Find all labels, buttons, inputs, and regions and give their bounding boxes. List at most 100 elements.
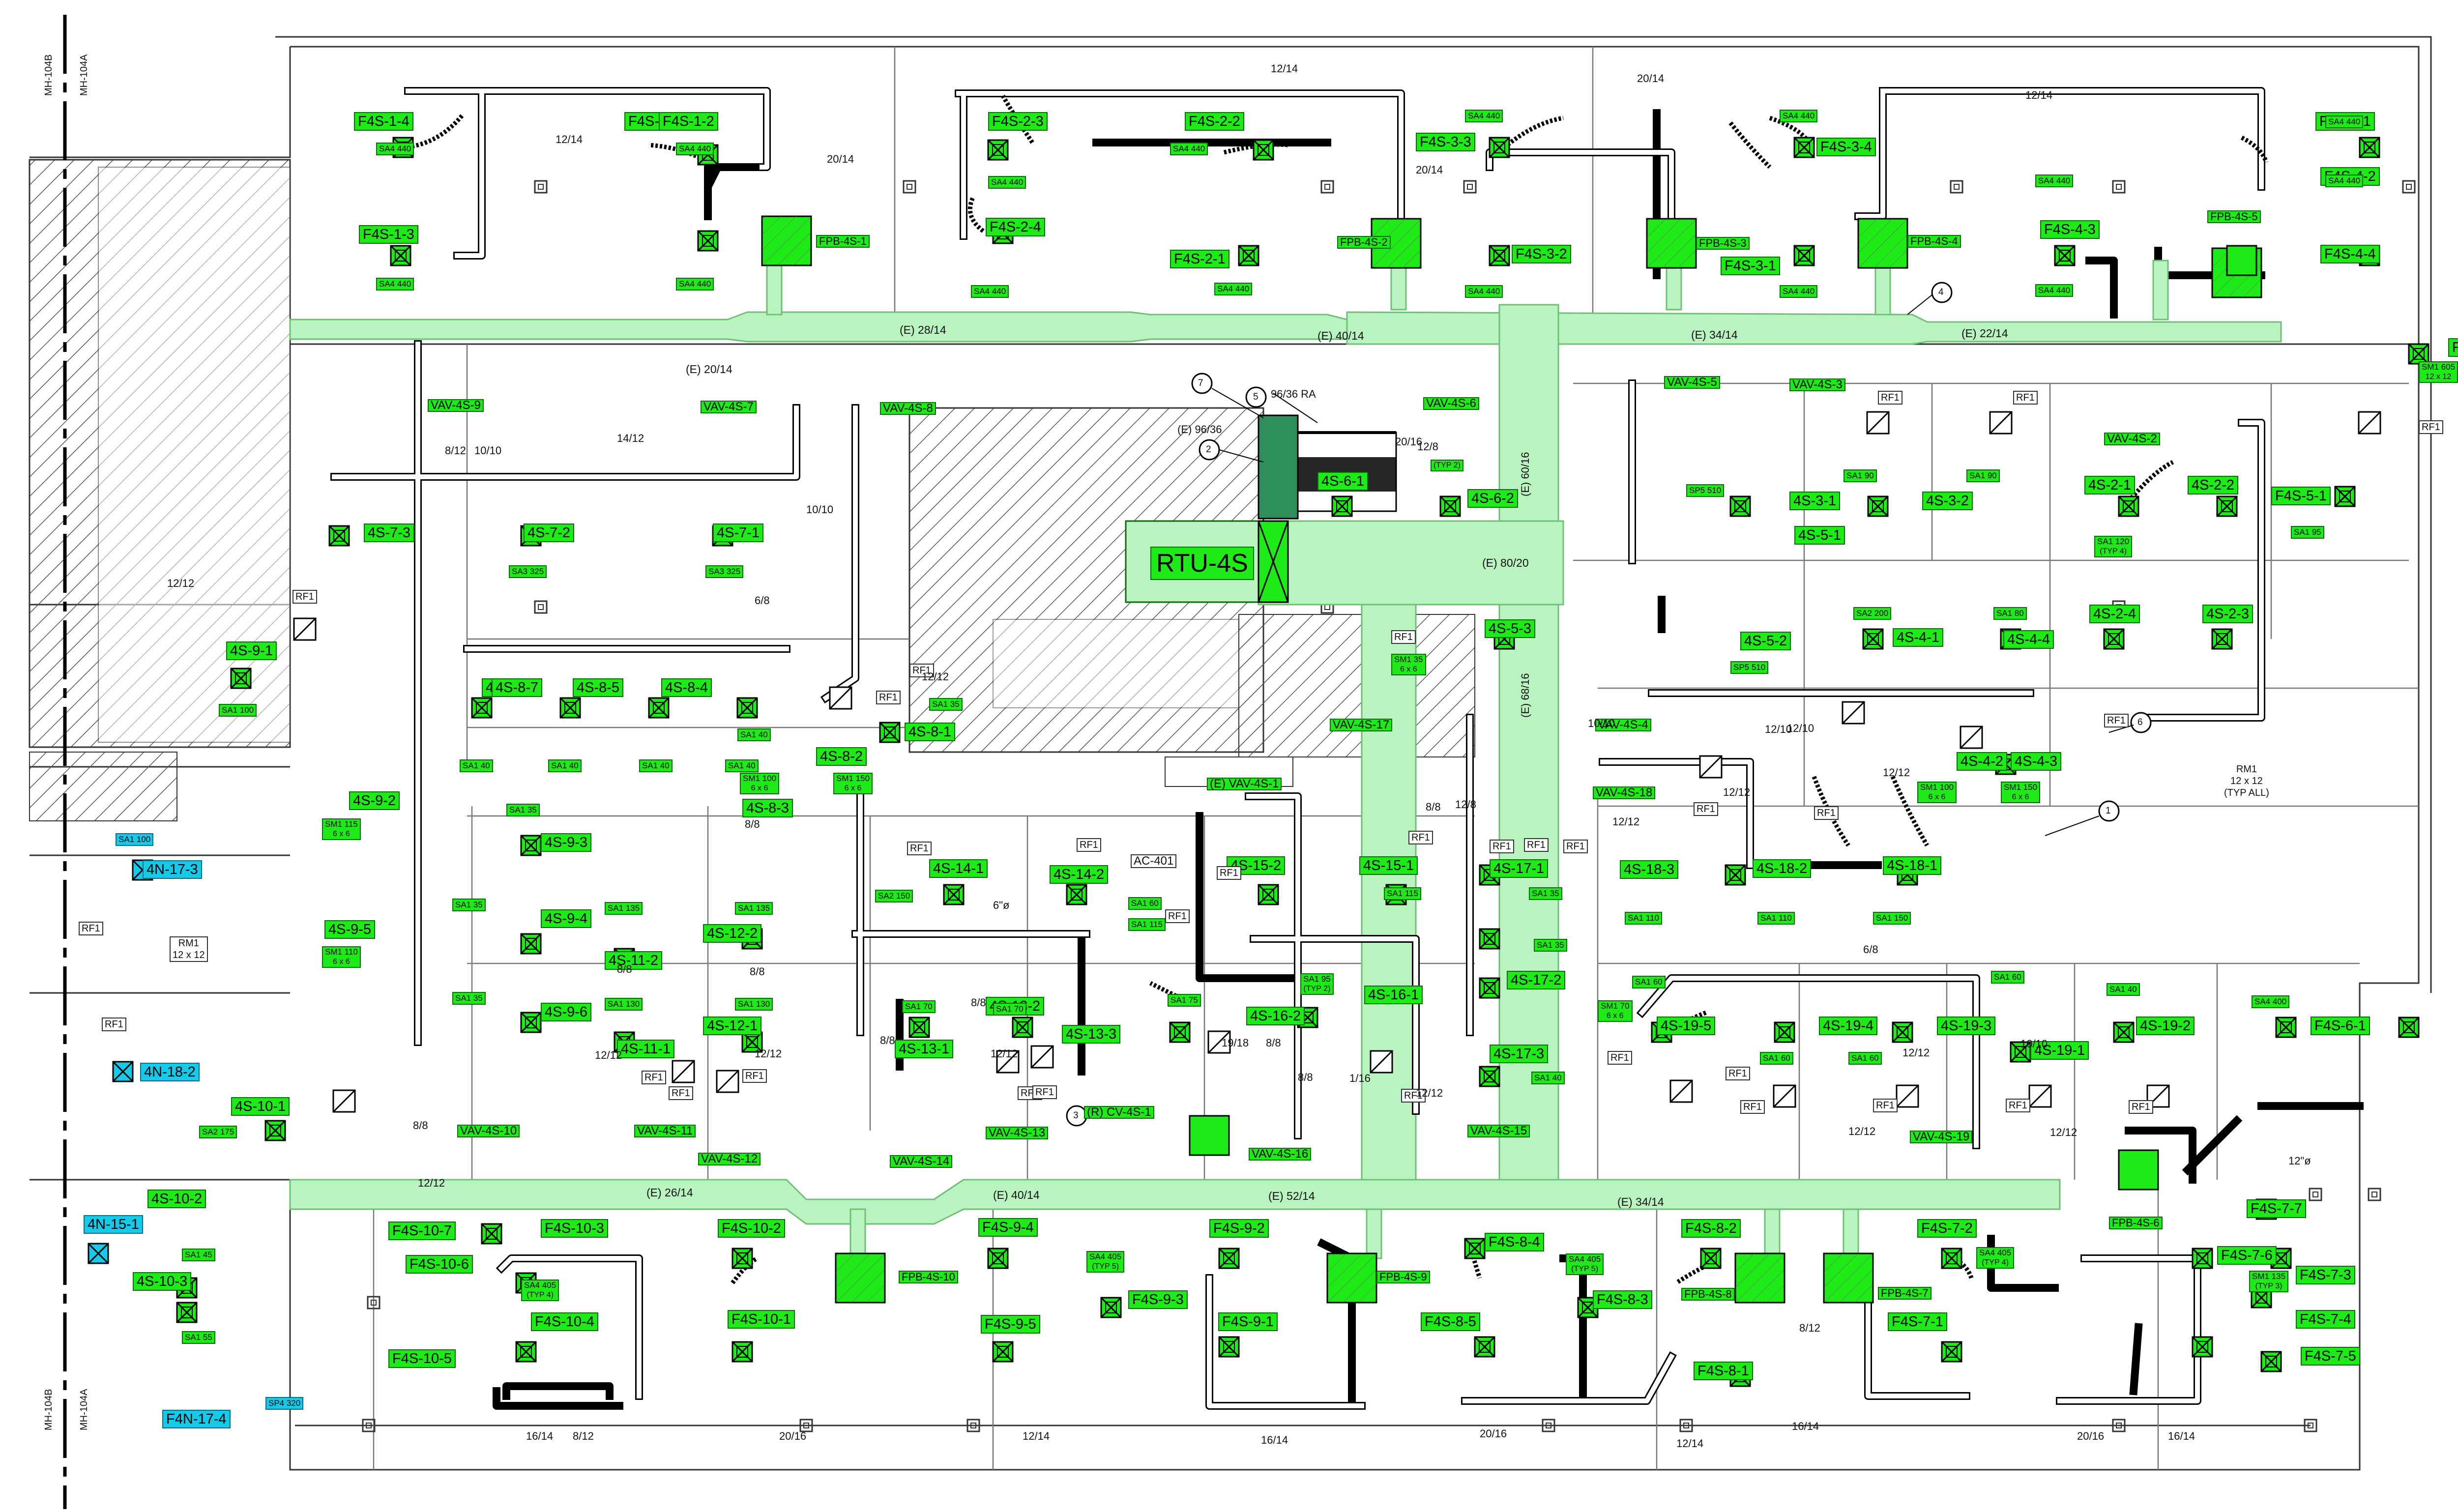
return-grille-label: RF1 [1524,838,1549,852]
diffuser-label-4s-9-1: 4S-9-1 [226,641,277,660]
airflow-tag: SA1 95(TYP 2) [1300,973,1334,995]
airflow-tag: SA1 60 [1848,1052,1882,1065]
duct-size: 8/8 [617,963,632,975]
airflow-tag: SA4 440 [376,143,414,155]
airflow-tag: SA1 110 [1757,912,1795,925]
duct-size: 8/8 [745,818,760,830]
duct-size: 8/12 [445,444,466,457]
diffuser-label-4s-6-1: 4S-6-1 [1317,472,1369,491]
vav-label: VAV-4S-3 [1789,378,1845,391]
duct-size: 12"ø [2288,1155,2311,1167]
airflow-tag: SA1 80 [1993,607,2027,620]
airflow-tag: SA4 440 [971,285,1009,298]
diffuser-label-f4s-8-1: F4S-8-1 [1694,1362,1753,1380]
airflow-tag: SA4 440 [2325,174,2364,187]
fpb-label: FPB-4S-8 [1681,1288,1735,1301]
diffuser-label-4s-2-3: 4S-2-3 [2202,605,2253,623]
diffuser-label-4s-9-4: 4S-9-4 [541,909,592,928]
duct-size: 12/12 [1848,1125,1876,1137]
airflow-tag: (TYP 2) [1431,460,1463,471]
return-grille-label: RF1 [669,1086,693,1100]
diffuser-label-4s-9-2: 4S-9-2 [349,791,400,810]
duct-size: 20/16 [1395,436,1423,448]
matchline-label-bottom-left: MH-104B [43,1389,54,1430]
fpb-label: FPB-4S-2 [1337,236,1391,249]
duct-size: 6/8 [1863,943,1878,956]
diffuser-label-f4s-3-2: F4S-3-2 [1512,245,1571,263]
airflow-tag: SA1 75 [1168,994,1201,1007]
diffuser-label-f4s-7-5: F4S-7-5 [2301,1347,2360,1366]
airflow-tag: SA1 35 [929,698,963,711]
diffuser-label-4s-17-1: 4S-17-1 [1490,859,1549,878]
vav-label: VAV-4S-5 [1664,376,1720,389]
duct-size: 12/12 [418,1177,445,1189]
airflow-tag: SA1 40 [639,759,673,772]
duct-size: 12/12 [1902,1047,1930,1059]
diffuser-label-4s-7-3: 4S-7-3 [364,523,415,542]
duct-size: 8/8 [1266,1037,1281,1049]
fpb-label: FPB-4S-4 [1907,235,1961,248]
diffuser-label-f4s-8-2: F4S-8-2 [1681,1219,1741,1238]
duct-size: 10/10 [1588,717,1615,729]
diffuser-label-f4s-3-4: F4S-3-4 [1816,138,1876,156]
diffuser-label-f4s-1-2: F4S-1-2 [659,112,718,131]
duct-label-top: (E) 20/14 [686,363,732,376]
airflow-tag: SA1 120(TYP 4) [2094,536,2133,557]
airflow-tag: SA1 40 [460,759,493,772]
duct-size: 20/14 [1637,72,1665,85]
return-grille-label: RF1 [876,691,901,704]
diffuser-label-4s-2-2: 4S-2-2 [2188,476,2239,494]
diffuser-label-4n-17-3: 4N-17-3 [143,860,202,879]
airflow-tag: SA4 440 [1214,283,1253,295]
matchline-label-top-right: MH-104A [79,54,89,96]
airflow-tag: SA4 440 [2035,174,2074,187]
diffuser-label-4s-16-2: 4S-16-2 [1246,1007,1305,1025]
vav-label: VAV-4S-14 [890,1155,953,1168]
duct-size: 19/18 [1222,1037,1249,1049]
airflow-tag: SA1 115 [1384,887,1421,900]
diffuser-label-4s-11-2: 4S-11-2 [605,951,663,970]
diffuser-label-f4s-9-2: F4S-9-2 [1209,1219,1269,1238]
duct-size: 12/10 [1765,723,1792,735]
return-grille-label: RF1 [2129,1100,2153,1114]
duct-size: 14/12 [617,432,644,444]
diffuser-label-f4n-17-4: F4N-17-4 [162,1410,231,1428]
airflow-tag: SA1 40 [725,759,759,772]
return-grille-label: RF1 [1873,1099,1898,1112]
return-grille-label: RF1 [1563,840,1588,853]
duct-size: 20/14 [827,153,854,165]
vav-label: VAV-4S-18 [1593,786,1656,799]
return-grille-label: RF1 [1490,840,1514,853]
fpb-boxes [761,215,2262,1304]
callout-1: 1 [2106,806,2111,816]
duct-size: 10/10 [806,503,834,516]
duct-size: 1/16 [1349,1072,1371,1084]
diffuser-label-4s-4-2: 4S-4-2 [1957,752,2008,771]
diffuser-label-f4s-7-3: F4S-7-3 [2296,1266,2355,1284]
duct-size: 8/8 [880,1034,895,1047]
airflow-tag: SA4 440 [676,278,714,291]
riser-ducts [766,250,2169,1259]
airflow-tag: SA4 440 [1780,110,1818,122]
airflow-tag: SA4 405(TYP 4) [521,1279,559,1301]
duct-label-top: (E) 22/14 [1961,327,2008,340]
duct-label-vertical: (E) 68/16 [1519,673,1531,718]
airflow-tag: SA4 440 [2035,284,2074,297]
return-grille-label: RF1 [642,1071,666,1084]
diffuser-label-4s-16-1: 4S-16-1 [1364,986,1423,1004]
duct-size: 12/14 [1271,62,1298,75]
diffuser-label-f4s-10-4: F4S-10-4 [531,1312,598,1331]
diffuser-label-4s-6-2: 4S-6-2 [1467,489,1519,508]
airflow-tag: SA1 60 [1991,971,2024,984]
diffuser-label-f4s-3-3: F4S-3-3 [1416,133,1475,151]
return-grille-label: RF1 [1878,391,1902,405]
diffuser-label-f4s-9-4: F4S-9-4 [978,1218,1038,1237]
diffuser-label-4s-7-2: 4S-7-2 [524,523,575,542]
diffuser-label-f4s-2-3: F4S-2-3 [988,112,1048,131]
airflow-tag: SP4 320 [265,1397,304,1410]
duct-size: 8/8 [971,996,986,1009]
diffuser-label-f4s-10-1: F4S-10-1 [728,1310,795,1329]
diffuser-label-4s-15-2: 4S-15-2 [1227,856,1286,875]
diffuser-label-f4s-1-4: F4S-1-4 [354,112,413,131]
